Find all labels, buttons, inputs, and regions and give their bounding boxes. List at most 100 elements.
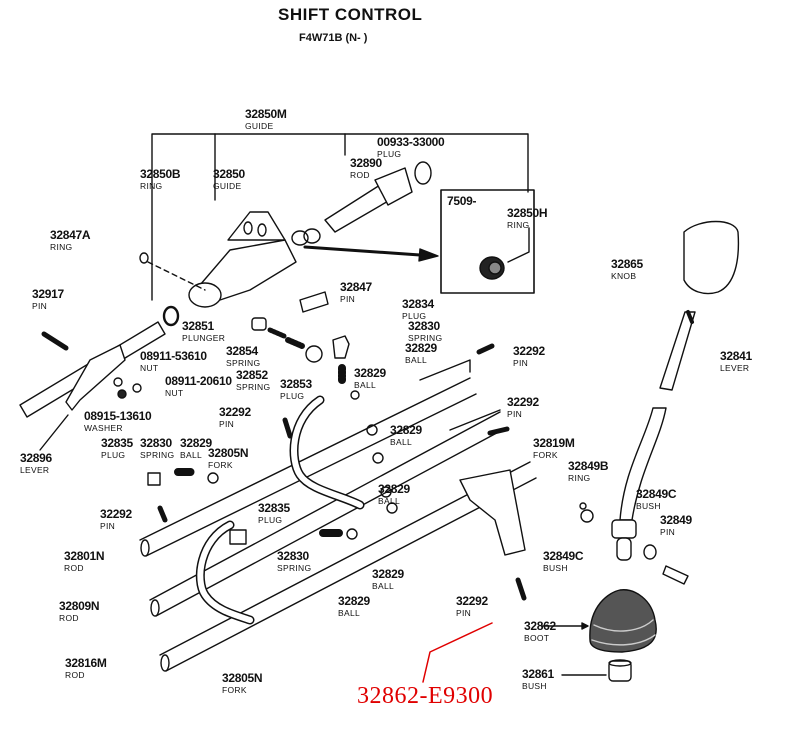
part-name: RING <box>568 473 591 483</box>
part-number: 32850M <box>245 107 287 121</box>
part-number: 32849C <box>543 549 584 563</box>
part-name: ROD <box>59 613 79 623</box>
part-number: 32829 <box>180 436 212 450</box>
part-name: PIN <box>340 294 356 304</box>
callout-part-number: 32862-E9300 <box>357 683 494 709</box>
part-name: PLUG <box>258 515 283 525</box>
part-name: ROD <box>64 563 84 573</box>
part-number: 32292 <box>513 344 545 358</box>
part-name: GUIDE <box>245 121 274 131</box>
part-number: 32292 <box>507 395 539 409</box>
part-number: 32850 <box>213 167 245 181</box>
part-name: PIN <box>660 527 676 537</box>
part-number: 32292 <box>100 507 132 521</box>
part-name: PIN <box>100 521 116 531</box>
shift-rods <box>139 359 537 672</box>
inset-box <box>440 189 535 294</box>
part-name: PIN <box>507 409 523 419</box>
part-number: 08911-20610 <box>165 374 232 388</box>
inset-ring <box>479 227 530 280</box>
part-number: 32917 <box>32 287 64 301</box>
bush-cylinder <box>561 659 632 682</box>
callout-leader <box>422 622 493 683</box>
part-number: 32849B <box>568 459 609 473</box>
part-number: 32805N <box>222 671 263 685</box>
part-number: 08915-13610 <box>84 409 152 423</box>
part-name: FORK <box>208 460 233 470</box>
part-name: GUIDE <box>213 181 242 191</box>
part-number: 32849 <box>660 513 692 527</box>
part-number: 32851 <box>182 319 214 333</box>
diagram-subtitle: F4W71B (N- ) <box>299 32 368 44</box>
part-name: LEVER <box>20 465 50 475</box>
part-name: BALL <box>390 437 412 447</box>
part-name: KNOB <box>611 271 637 281</box>
part-number: 32847A <box>50 228 91 242</box>
part-name: PLUG <box>280 391 305 401</box>
part-number: 32292 <box>219 405 251 419</box>
part-name: PIN <box>32 301 48 311</box>
part-name: SPRING <box>236 382 271 392</box>
part-number: 32834 <box>402 297 434 311</box>
part-name: BALL <box>372 581 394 591</box>
part-number: 00933-33000 <box>377 135 445 149</box>
part-number: 32862 <box>524 619 556 633</box>
part-number: 32801N <box>64 549 105 563</box>
part-name: FORK <box>222 685 247 695</box>
part-name: BOOT <box>524 633 550 643</box>
part-name: BALL <box>405 355 427 365</box>
part-name: SPRING <box>226 358 261 368</box>
part-name: BUSH <box>636 501 661 511</box>
lower-lever <box>579 407 689 585</box>
part-number: 32849C <box>636 487 677 501</box>
part-name: RING <box>50 242 73 252</box>
guide-assembly-bracket <box>151 133 529 301</box>
part-number: 32850H <box>507 206 548 220</box>
part-number: 32829 <box>378 482 410 496</box>
part-number: 32830 <box>140 436 172 450</box>
diagram-title: SHIFT CONTROL <box>278 5 423 24</box>
part-number: 32816M <box>65 656 107 670</box>
part-name: SPRING <box>140 450 175 460</box>
part-number: 32829 <box>338 594 370 608</box>
part-number: 32829 <box>354 366 386 380</box>
part-name: ROD <box>65 670 85 680</box>
part-name: BALL <box>378 496 400 506</box>
part-name: BALL <box>180 450 202 460</box>
part-name: NUT <box>140 363 159 373</box>
